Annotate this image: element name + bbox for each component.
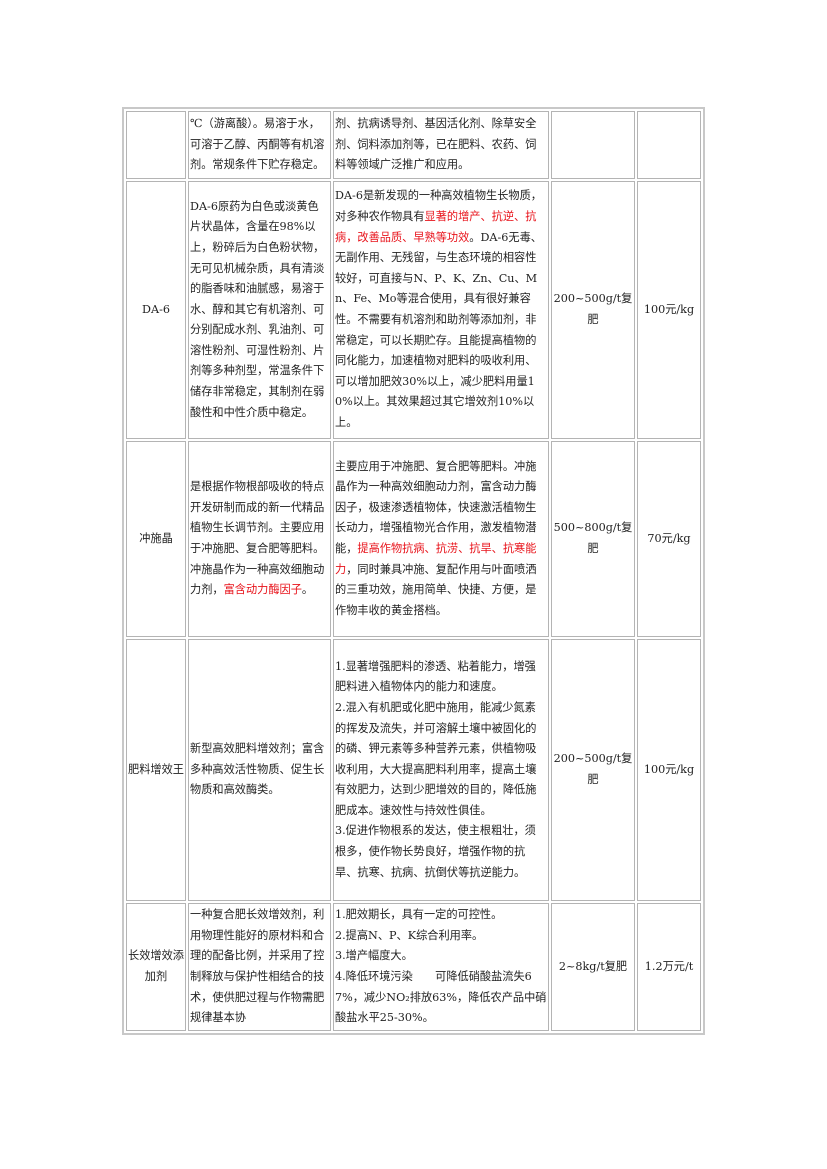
product-properties-cell: ℃（游离酸）。易溶于水，可溶于乙醇、丙酮等有机溶剂。常规条件下贮存稳定。 [188, 111, 331, 179]
product-properties-cell: DA-6原药为白色或淡黄色片状晶体，含量在98%以上，粉碎后为白色粉状物，无可见… [188, 181, 331, 439]
usage-highlight: 提高作物抗病、抗涝、抗旱、抗寒能力 [335, 542, 537, 576]
usage-list-item: 3.增产幅度大。 [335, 949, 413, 963]
usage-list-item: 1.显著增强肥料的渗透、粘着能力，增强肥料进入植物体内的能力和速度。 [335, 659, 536, 694]
product-usage-cell: 主要应用于冲施肥、复合肥等肥料。冲施晶作为一种高效细胞动力剂，富含动力酶因子，极… [333, 441, 549, 637]
product-properties-cell: 新型高效肥料增效剂；富含多种高效活性物质、促生长物质和高效酶类。 [188, 639, 331, 901]
product-table: ℃（游离酸）。易溶于水，可溶于乙醇、丙酮等有机溶剂。常规条件下贮存稳定。 剂、抗… [122, 107, 705, 1035]
price-cell [637, 111, 701, 179]
usage-list-item: 2.提高N、P、K综合利用率。 [335, 928, 484, 942]
price-cell: 70元/kg [637, 441, 701, 637]
price-cell: 100元/kg [637, 639, 701, 901]
properties-highlight: 富含动力酶因子 [223, 583, 302, 597]
usage-text: 。DA-6无毒、无副作用、无残留，与生态环境的相容性较好，可直接与N、P、K、Z… [335, 230, 542, 429]
product-name-cell: DA-6 [126, 181, 186, 439]
usage-list-item: 2.混入有机肥或化肥中施用，能减少氮素的挥发及流失，并可溶解土壤中被固化的的磷、… [335, 700, 537, 817]
product-name-cell: 长效增效添加剂 [126, 903, 186, 1031]
product-usage-cell: DA-6是新发现的一种高效植物生长物质，对多种农作物具有显著的增产、抗逆、抗病，… [333, 181, 549, 439]
product-name-cell: 冲施晶 [126, 441, 186, 637]
dosage-cell: 500~800g/t复肥 [551, 441, 635, 637]
usage-list-item: 3.促进作物根系的发达，使主根粗壮，须根多，使作物长势良好，增强作物的抗旱、抗寒… [335, 824, 536, 879]
product-properties-cell: 一种复合肥长效增效剂，利用物理性能好的原材料和合理的配备比例，并采用了控制释放与… [188, 903, 331, 1031]
dosage-cell [551, 111, 635, 179]
usage-text: ，同时兼具冲施、复配作用与叶面喷洒的三重功效，施用简单、快捷、方便，是作物丰收的… [335, 562, 537, 617]
usage-text: DA-6是新发现的一种高效植物生长物质，对多种农作物具有 [335, 189, 542, 224]
dosage-cell: 200~500g/t复肥 [551, 639, 635, 901]
table-row: 肥料增效王 新型高效肥料增效剂；富含多种高效活性物质、促生长物质和高效酶类。 1… [126, 639, 701, 901]
product-name-cell [126, 111, 186, 179]
usage-list-item: 1.肥效期长，具有一定的可控性。 [335, 908, 503, 922]
product-usage-cell: 剂、抗病诱导剂、基因活化剂、除草安全剂、饲料添加剂等，已在肥料、农药、饲料等领域… [333, 111, 549, 179]
properties-text: 是根据作物根部吸收的特点开发研制而成的新一代精品植物生长调节剂。主要应用于冲施肥… [190, 480, 325, 597]
table-row: ℃（游离酸）。易溶于水，可溶于乙醇、丙酮等有机溶剂。常规条件下贮存稳定。 剂、抗… [126, 111, 701, 179]
properties-text: 。 [301, 583, 314, 597]
dosage-cell: 2~8kg/t复肥 [551, 903, 635, 1031]
dosage-cell: 200~500g/t复肥 [551, 181, 635, 439]
product-properties-cell: 是根据作物根部吸收的特点开发研制而成的新一代精品植物生长调节剂。主要应用于冲施肥… [188, 441, 331, 637]
table-row: 长效增效添加剂 一种复合肥长效增效剂，利用物理性能好的原材料和合理的配备比例，并… [126, 903, 701, 1031]
table-row: 冲施晶 是根据作物根部吸收的特点开发研制而成的新一代精品植物生长调节剂。主要应用… [126, 441, 701, 637]
product-name-cell: 肥料增效王 [126, 639, 186, 901]
price-cell: 100元/kg [637, 181, 701, 439]
usage-text: 主要应用于冲施肥、复合肥等肥料。冲施晶作为一种高效细胞动力剂，富含动力酶因子，极… [335, 459, 537, 555]
usage-list-item: 4.降低环境污染 可降低硝酸盐流失67%，减少NO₂排放63%，降低农产品中硝酸… [335, 970, 547, 1025]
usage-highlight: 显著的增产、抗逆、抗病，改善品质、早熟等功效 [335, 210, 537, 244]
table-row: DA-6 DA-6原药为白色或淡黄色片状晶体，含量在98%以上，粉碎后为白色粉状… [126, 181, 701, 439]
product-usage-cell: 1.肥效期长，具有一定的可控性。 2.提高N、P、K综合利用率。 3.增产幅度大… [333, 903, 549, 1031]
price-cell: 1.2万元/t [637, 903, 701, 1031]
product-usage-cell: 1.显著增强肥料的渗透、粘着能力，增强肥料进入植物体内的能力和速度。 2.混入有… [333, 639, 549, 901]
